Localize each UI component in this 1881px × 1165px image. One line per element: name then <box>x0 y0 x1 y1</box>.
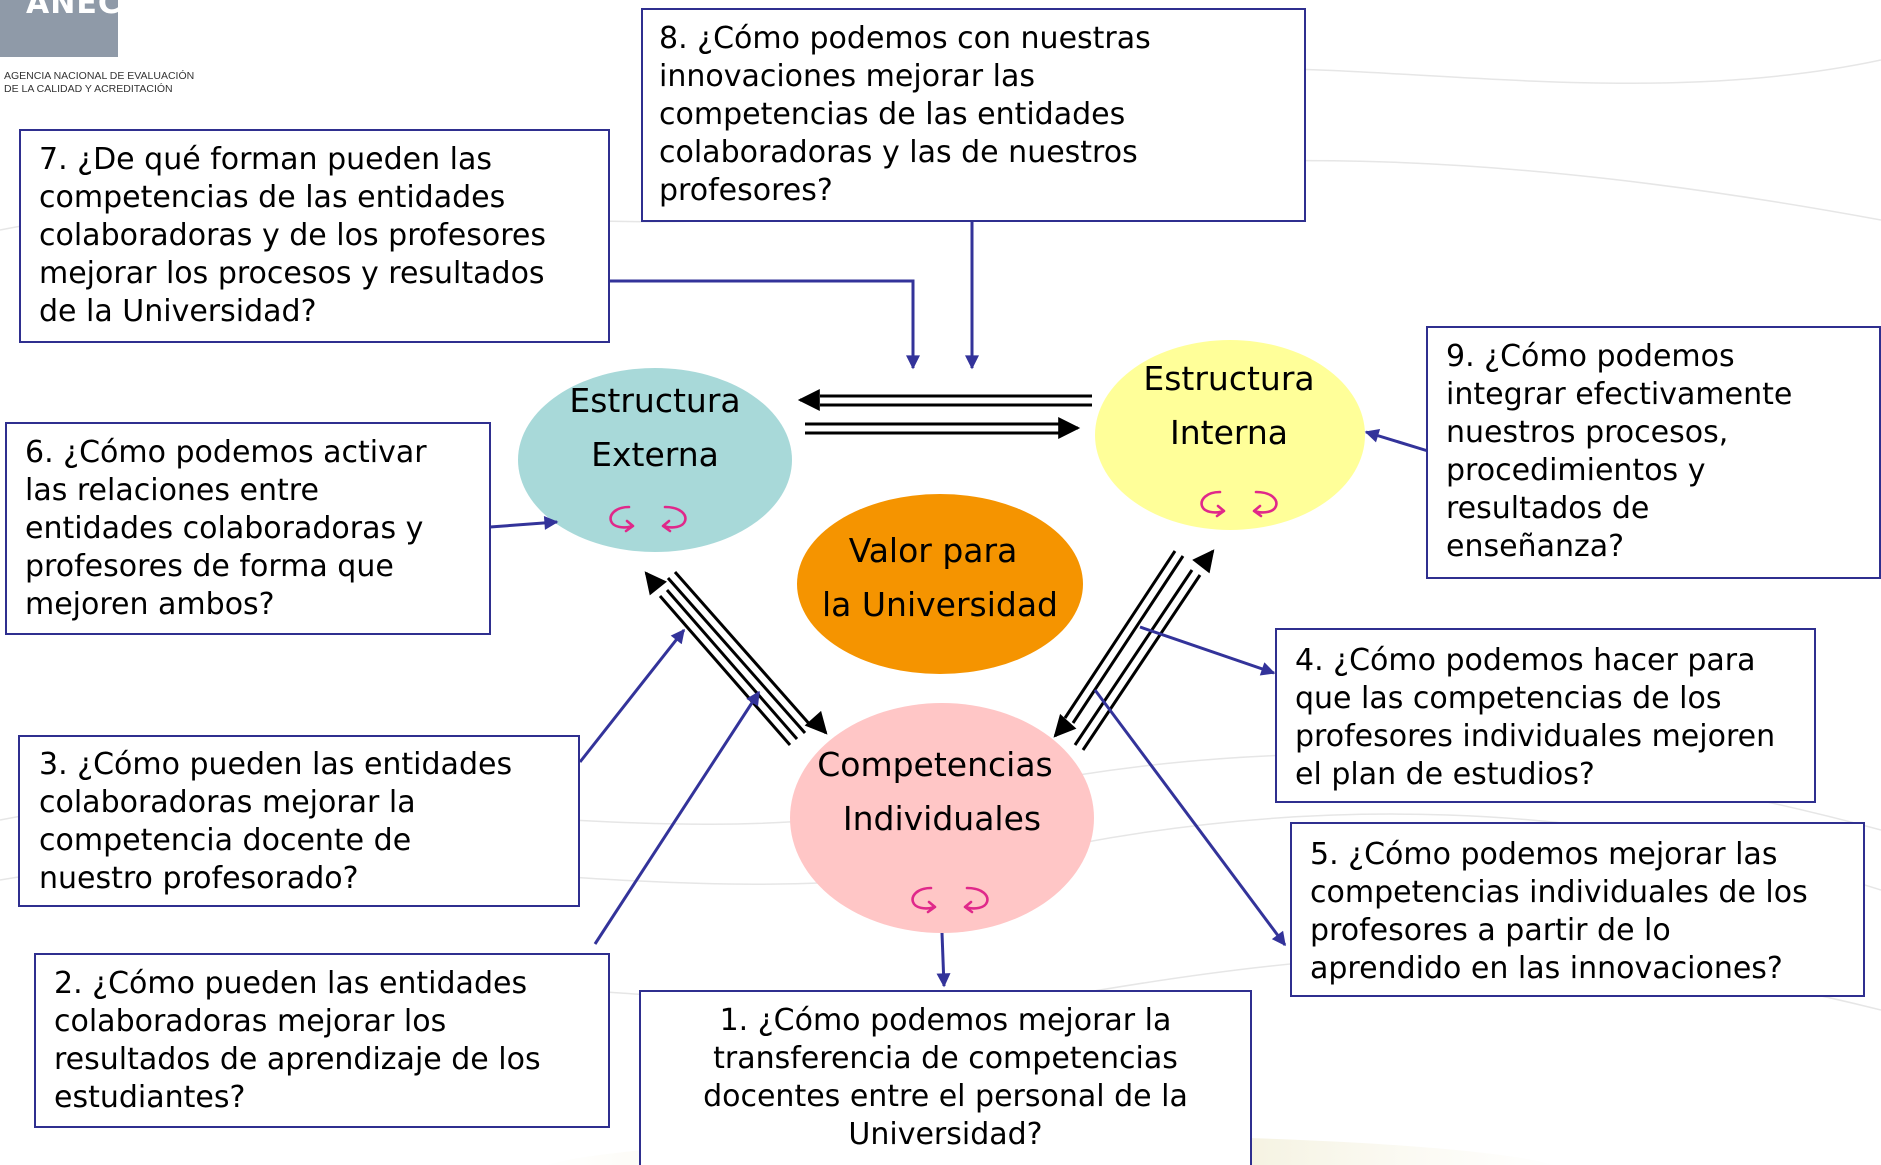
cycle-arrow-right-icon <box>963 886 989 914</box>
question-box-7: 7. ¿De qué forman pueden las competencia… <box>19 129 610 343</box>
node-estructura-externa <box>518 368 792 552</box>
double-arrow-interna-to-externa <box>797 389 1092 411</box>
connector-q5 <box>1093 689 1287 947</box>
connector-q1 <box>936 932 951 988</box>
connector-q2 <box>593 690 761 945</box>
double-arrow-externa-to-individuales <box>666 571 828 735</box>
interna-label-line2: Interna <box>1170 413 1288 452</box>
connector-q4 <box>1139 625 1276 676</box>
question-box-9: 9. ¿Cómo podemos integrar efectivamente … <box>1426 326 1881 579</box>
double-arrow-individuales-to-interna <box>1073 549 1215 751</box>
connector-q9 <box>1364 428 1429 453</box>
connector-q7 <box>610 279 920 370</box>
node-competencias-individuales <box>790 703 1094 933</box>
question-box-8: 8. ¿Cómo podemos con nuestras innovacion… <box>641 8 1306 222</box>
cycle-arrow-left-icon <box>1200 490 1226 518</box>
node-valor-universidad <box>797 494 1083 674</box>
logo-subtitle-line1: AGENCIA NACIONAL DE EVALUACIÓN <box>4 70 195 82</box>
valor-label-line2: la Universidad <box>822 585 1058 624</box>
question-box-1: 1. ¿Cómo podemos mejorar la transferenci… <box>639 990 1252 1165</box>
question-box-3: 3. ¿Cómo pueden las entidades colaborado… <box>18 735 580 907</box>
node-estructura-interna <box>1095 340 1365 530</box>
question-box-4: 4. ¿Cómo podemos hacer para que las comp… <box>1275 628 1816 803</box>
logo-subtitle-line2: DE LA CALIDAD Y ACREDITACIÓN <box>4 83 173 95</box>
logo-subtitle: AGENCIA NACIONAL DE EVALUACIÓN DE LA CAL… <box>4 70 194 96</box>
logo-block: ANECA <box>0 0 144 57</box>
double-arrow-interna-to-individuales <box>1053 550 1185 738</box>
logo-mark: ANECA <box>26 0 146 21</box>
cycle-arrow-left-icon <box>609 505 635 533</box>
individuales-label-line1: Competencias <box>817 745 1053 784</box>
connector-q3 <box>578 628 686 763</box>
individuales-label-line2: Individuales <box>843 799 1041 838</box>
double-arrow-individuales-to-externa <box>644 571 799 746</box>
cycle-arrow-left-icon <box>911 886 937 914</box>
cycle-icon-individuales <box>911 886 989 914</box>
externa-label-line1: Estructura <box>569 381 740 420</box>
double-arrow-externa-to-interna <box>805 417 1081 439</box>
cycle-arrow-right-icon <box>661 505 687 533</box>
cycle-icon-externa <box>609 505 687 533</box>
question-box-5: 5. ¿Cómo podemos mejorar las competencia… <box>1290 822 1865 997</box>
valor-label-line1: Valor para <box>849 531 1018 570</box>
connector-q6 <box>489 515 559 530</box>
question-box-2: 2. ¿Cómo pueden las entidades colaborado… <box>34 953 610 1128</box>
cycle-arrow-right-icon <box>1252 490 1278 518</box>
interna-label-line1: Estructura <box>1143 359 1314 398</box>
question-box-6: 6. ¿Cómo podemos activar las relaciones … <box>5 422 491 635</box>
externa-label-line2: Externa <box>591 435 719 474</box>
cycle-icon-interna <box>1200 490 1278 518</box>
